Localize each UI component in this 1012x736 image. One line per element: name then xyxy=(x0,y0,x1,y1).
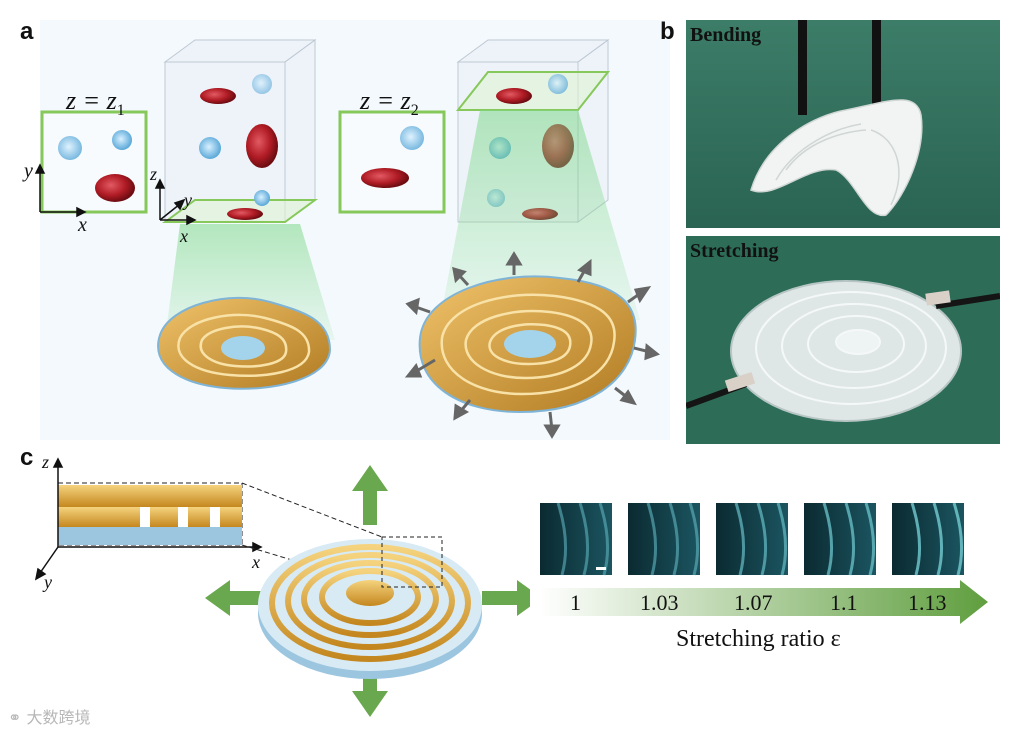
photo-bending xyxy=(686,20,1000,228)
axis-y-label-a: y xyxy=(24,160,33,182)
rbc-cell xyxy=(361,168,409,188)
micrograph-3 xyxy=(716,503,788,576)
zoom-box xyxy=(381,536,443,588)
watermark: ⚭ 大数跨境 xyxy=(8,704,91,728)
slice-axes-left xyxy=(34,163,87,218)
slice-z2-sub: 2 xyxy=(410,102,419,120)
rbc-cell xyxy=(246,124,278,168)
slice-z2-eq: z = z xyxy=(360,86,411,115)
ring-3 xyxy=(301,560,439,638)
micrograph-4 xyxy=(804,503,876,576)
stretch-arrows xyxy=(404,251,661,439)
rbc-cell xyxy=(496,88,532,104)
panel-c-figure xyxy=(34,457,530,717)
slice-z2-frame xyxy=(338,110,446,214)
slice-z1-sub: 1 xyxy=(116,102,125,120)
stretching-label: Stretching xyxy=(690,240,779,262)
wbc-cell xyxy=(112,130,132,150)
panel-c-label: c xyxy=(20,444,34,471)
axis-z-label-vol: z xyxy=(150,164,158,184)
ratio-label-1: 1 xyxy=(570,590,581,615)
ratio-label-4: 1.1 xyxy=(830,590,858,615)
slice-z1-label: z = z1 xyxy=(66,86,125,120)
axis-y-label-vol: y xyxy=(184,190,192,210)
center-disk xyxy=(346,580,394,606)
ring-1 xyxy=(269,544,471,662)
rbc-cell xyxy=(95,174,135,202)
stretching-ratio-title: Stretching ratio ε xyxy=(676,626,841,652)
volume-axes-left xyxy=(154,178,197,226)
stretch-arrows-c xyxy=(205,465,530,717)
ratio-label-2: 1.03 xyxy=(640,590,679,615)
inset-axes xyxy=(34,457,263,581)
bending-label: Bending xyxy=(690,24,762,46)
micrograph-2 xyxy=(628,503,700,576)
micrograph-1 xyxy=(540,503,612,576)
micrograph-5 xyxy=(892,503,964,576)
slice-z1-frame xyxy=(40,110,148,214)
rbc-cell xyxy=(227,208,263,220)
wbc-cell xyxy=(58,136,82,160)
wbc-cell xyxy=(252,74,272,94)
axis-y-label-c: y xyxy=(44,572,52,592)
photo-stretching xyxy=(686,236,1000,444)
ring-2 xyxy=(285,552,455,650)
wbc-cell xyxy=(254,190,270,206)
wbc-cell xyxy=(400,126,424,150)
panel-b-label: b xyxy=(660,18,675,45)
watermark-text: 大数跨境 xyxy=(26,708,91,727)
watermark-logo-icon: ⚭ xyxy=(8,708,22,727)
axis-x-label-a: x xyxy=(78,214,87,236)
ring-4 xyxy=(319,568,421,626)
rbc-cell xyxy=(200,88,236,104)
ratio-label-5: 1.13 xyxy=(908,590,947,615)
wbc-cell xyxy=(548,74,568,94)
axis-x-label-c: x xyxy=(252,552,260,572)
axis-z-label-c: z xyxy=(42,452,50,472)
stretching-ratio-arrow xyxy=(540,580,988,624)
ratio-label-3: 1.07 xyxy=(734,590,773,615)
micrograph-strip xyxy=(540,503,964,576)
slice-z1-eq: z = z xyxy=(66,86,117,115)
axis-x-label-vol: x xyxy=(180,226,188,246)
panel-a-label: a xyxy=(20,18,34,45)
slice-z2-label: z = z2 xyxy=(360,86,419,120)
panel-a-figure xyxy=(34,20,670,440)
wbc-cell xyxy=(199,137,221,159)
